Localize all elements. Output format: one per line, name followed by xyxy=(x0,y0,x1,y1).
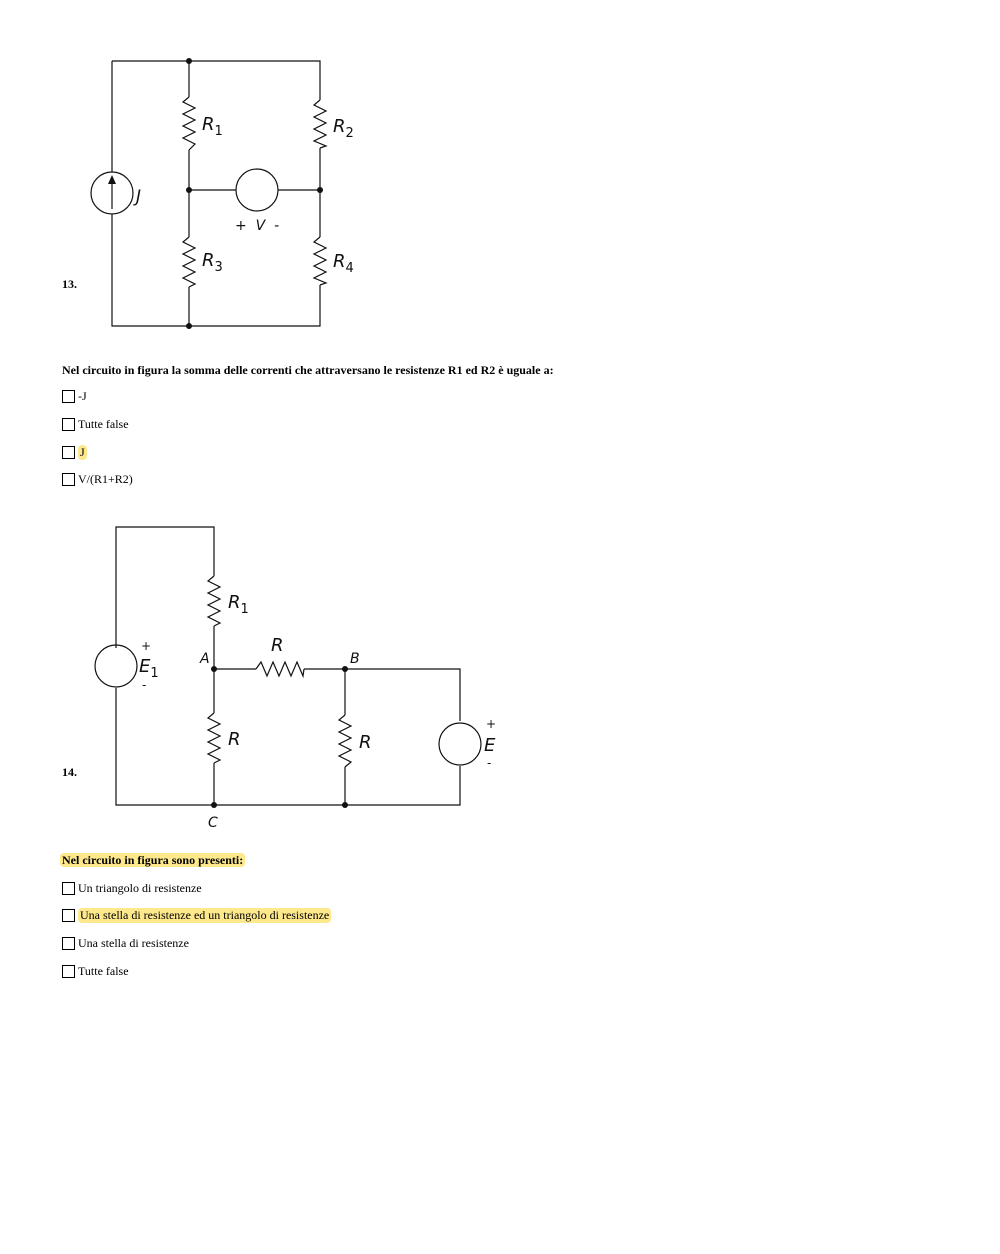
label-v: + V - xyxy=(235,218,279,234)
checkbox[interactable] xyxy=(62,446,75,459)
label-e-minus: - xyxy=(487,756,491,770)
option-label: -J xyxy=(78,389,87,403)
question-text-highlighted: Nel circuito in figura sono presenti: xyxy=(60,853,246,867)
answer-option[interactable]: V/(R1+R2) xyxy=(62,472,133,487)
option-label: Una stella di resistenze xyxy=(78,936,189,950)
label-node-a: A xyxy=(199,651,210,667)
option-label: Tutte false xyxy=(78,417,129,431)
label-node-c: C xyxy=(208,815,218,831)
label-r3: R3 xyxy=(202,250,223,275)
voltage-source-e1 xyxy=(94,644,138,688)
label-r-right: R xyxy=(359,732,372,753)
checkbox[interactable] xyxy=(62,473,75,486)
option-label: Un triangolo di resistenze xyxy=(78,881,202,895)
option-label: V/(R1+R2) xyxy=(78,472,133,486)
answer-option[interactable]: J xyxy=(62,445,87,460)
option-label-highlighted: Una stella di resistenze ed un triangolo… xyxy=(78,908,332,923)
option-label: Tutte false xyxy=(78,964,129,978)
label-r-left: R xyxy=(228,729,241,750)
resistor-r1 xyxy=(181,96,197,151)
answer-option[interactable]: Un triangolo di resistenze xyxy=(62,881,202,896)
question-number: 13. xyxy=(62,277,77,291)
label-r2: R2 xyxy=(333,116,354,141)
resistor-r-right xyxy=(337,714,353,768)
checkbox[interactable] xyxy=(62,390,75,403)
resistor-r4 xyxy=(312,236,328,286)
circuit-14: R1 R R R E1 + - E + - A B C xyxy=(94,526,496,831)
label-e: E xyxy=(484,735,496,756)
label-r1: R1 xyxy=(202,114,223,139)
question-text: Nel circuito in figura sono presenti: xyxy=(60,853,246,868)
label-e1-minus: - xyxy=(142,678,146,692)
resistor-r-left xyxy=(206,712,222,764)
answer-option[interactable]: Tutte false xyxy=(62,964,129,979)
resistor-r3 xyxy=(181,236,197,288)
question-number: 14. xyxy=(62,765,77,779)
label-r4: R4 xyxy=(333,251,354,276)
resistor-r1 xyxy=(206,575,222,627)
label-r-horizontal: R xyxy=(271,635,284,656)
option-label-highlighted: J xyxy=(78,445,87,460)
voltage-source-e xyxy=(438,722,482,766)
resistor-r2 xyxy=(312,99,328,149)
label-e1: E1 xyxy=(139,656,159,681)
answer-option[interactable]: Una stella di resistenze ed un triangolo… xyxy=(62,908,332,923)
voltage-source-v xyxy=(235,168,279,212)
answer-option[interactable]: Una stella di resistenze xyxy=(62,936,189,951)
question-text: Nel circuito in figura la somma delle co… xyxy=(62,363,554,377)
checkbox[interactable] xyxy=(62,882,75,895)
resistor-r-horizontal xyxy=(255,660,305,679)
current-source-j xyxy=(90,171,134,215)
label-e-plus: + xyxy=(486,717,496,731)
label-e1-plus: + xyxy=(141,639,151,653)
checkbox[interactable] xyxy=(62,909,75,922)
label-r1: R1 xyxy=(228,592,249,617)
answer-option[interactable]: -J xyxy=(62,389,87,404)
answer-option[interactable]: Tutte false xyxy=(62,417,129,432)
label-node-b: B xyxy=(350,651,360,667)
checkbox[interactable] xyxy=(62,937,75,950)
label-j: J xyxy=(133,187,141,207)
checkbox[interactable] xyxy=(62,965,75,978)
checkbox[interactable] xyxy=(62,418,75,431)
